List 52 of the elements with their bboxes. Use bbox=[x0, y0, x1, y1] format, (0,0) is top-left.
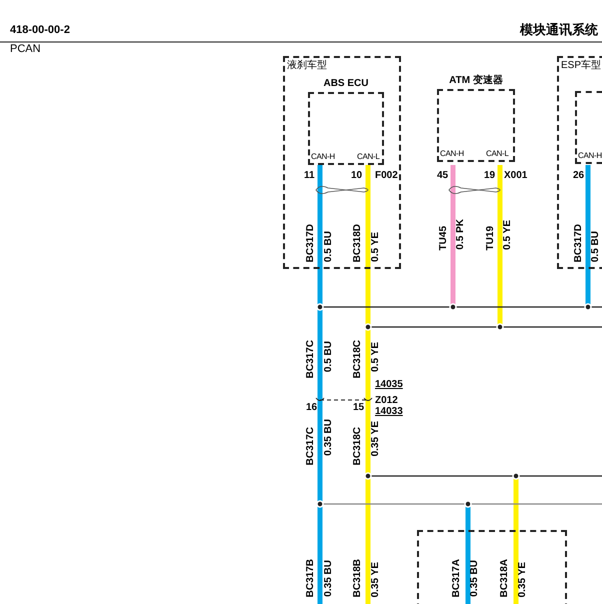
pin-number: 11 bbox=[304, 171, 315, 181]
wire-id: 0.35 YE bbox=[371, 562, 381, 597]
wire-id: 0.35 YE bbox=[371, 420, 381, 456]
document-number: 418-00-00-2 bbox=[10, 25, 70, 36]
vehicle-variant-frame bbox=[283, 56, 401, 269]
wire-spec: 0.5 BU bbox=[324, 230, 334, 262]
pin-number: 26 bbox=[573, 171, 584, 181]
pin-number: 16 bbox=[306, 403, 318, 413]
connector-id: F002 bbox=[375, 171, 398, 181]
pin-number: 10 bbox=[351, 171, 362, 181]
wire-id: 0.35 BU bbox=[470, 560, 480, 597]
wire-spec: BC318B bbox=[353, 558, 363, 597]
wire-id: BC317D bbox=[574, 224, 584, 262]
wire-id: 0.35 BU bbox=[324, 419, 334, 456]
wire-spec: 0.5 YE bbox=[371, 342, 381, 372]
wire-spec: BC317B bbox=[306, 558, 316, 597]
wire-id: TU45 bbox=[439, 226, 449, 250]
wire-id: TU19 bbox=[486, 226, 496, 250]
wire-spec: 0.5 YE bbox=[371, 232, 381, 262]
section-title: 模块通讯系统 bbox=[520, 24, 598, 37]
connector-id: Z012 bbox=[375, 396, 398, 406]
connector-id: X001 bbox=[504, 171, 528, 181]
module-name: ABS ECU bbox=[322, 79, 370, 89]
pin-name: CAN-H bbox=[440, 150, 464, 158]
pin-number: 15 bbox=[353, 403, 364, 413]
wire-spec: 0.5 PK bbox=[456, 219, 466, 250]
wire-spec: BC318A bbox=[500, 558, 510, 597]
frame-title: 液刹车型 bbox=[287, 61, 327, 71]
wire-spec: 0.5 BU bbox=[591, 230, 601, 262]
wire-spec: BC318C bbox=[353, 426, 363, 465]
wire-id: 0.35 BU bbox=[324, 560, 334, 597]
module-name: ATM 变速器 bbox=[448, 76, 504, 86]
wire-spec: BC317C bbox=[306, 426, 316, 465]
wire-id: BC317C bbox=[306, 340, 316, 378]
wire-id: 0.35 YE bbox=[518, 562, 528, 597]
circuit-number: 14035 bbox=[375, 380, 403, 390]
wire-spec: 0.5 BU bbox=[324, 340, 334, 372]
wire-id: BC318D bbox=[353, 224, 363, 262]
pin-number: 19 bbox=[484, 171, 496, 181]
pin-number: 45 bbox=[437, 171, 448, 181]
wire-spec: BC317A bbox=[452, 558, 462, 597]
circuit-number: 14033 bbox=[375, 407, 403, 417]
pin-name: CAN-H bbox=[578, 152, 602, 160]
frame-title: ESP车型 bbox=[561, 61, 602, 71]
pin-name: CAN-H bbox=[311, 153, 335, 161]
wire-spec: 0.5 YE bbox=[503, 220, 513, 250]
module-box bbox=[417, 530, 567, 604]
pin-name: CAN-L bbox=[486, 150, 509, 158]
diagram-name: PCAN bbox=[10, 44, 41, 55]
wire-id: BC317D bbox=[306, 224, 316, 262]
pin-name: CAN-L bbox=[357, 153, 380, 161]
wire-id: BC318C bbox=[353, 340, 363, 378]
